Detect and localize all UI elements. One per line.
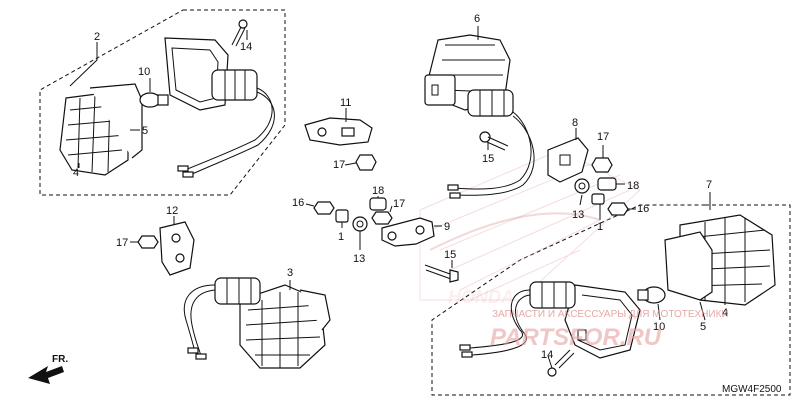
callout-17: 17 xyxy=(393,198,405,210)
bracket-9 xyxy=(381,217,435,247)
callout-17: 17 xyxy=(116,237,128,249)
callout-13: 13 xyxy=(572,209,584,221)
washer-13-right xyxy=(574,178,590,194)
callout-11: 11 xyxy=(340,97,351,109)
nut-17-bracket11 xyxy=(355,154,377,171)
callout-14: 14 xyxy=(240,41,252,53)
washer-13-middle xyxy=(352,216,368,232)
callout-10: 10 xyxy=(653,321,665,333)
callout-10: 10 xyxy=(138,66,150,78)
callout-4: 4 xyxy=(722,307,728,319)
collar-1-right xyxy=(591,193,605,205)
watermark-site: PARTSFOR.RU xyxy=(490,324,662,351)
nut-16-middle xyxy=(313,201,335,215)
rubber-mount-8 xyxy=(547,137,589,183)
callout-2: 2 xyxy=(94,31,100,43)
callout-3: 3 xyxy=(287,267,293,279)
callout-6: 6 xyxy=(474,13,480,25)
honda-wing-watermark: HONDA xyxy=(429,212,601,307)
bracket-12 xyxy=(159,221,195,276)
callout-17: 17 xyxy=(597,131,609,143)
nut-17-left xyxy=(137,235,159,249)
nut-17-right xyxy=(591,157,613,173)
collar-18-middle xyxy=(369,197,387,211)
callout-4: 4 xyxy=(73,167,79,179)
collar-18-right xyxy=(597,177,617,191)
callout-17: 17 xyxy=(333,159,345,171)
group-box-left-top xyxy=(39,9,286,196)
hatched-background xyxy=(419,149,641,301)
bulb-7 xyxy=(637,286,666,304)
bulb-left-top xyxy=(139,92,169,108)
callout-9: 9 xyxy=(444,221,450,233)
winker-housing-7 xyxy=(459,281,641,359)
bracket-11 xyxy=(304,117,373,146)
screw-15-middle xyxy=(424,264,459,283)
callout-12: 12 xyxy=(166,205,178,217)
screw-14-bottom xyxy=(547,349,575,377)
callout-16: 16 xyxy=(292,197,304,209)
callout-1: 1 xyxy=(338,231,344,243)
winker-assembly-3 xyxy=(183,277,331,369)
svg-text:HONDA: HONDA xyxy=(448,287,514,307)
watermark-line: ЗАПЧАСТИ И АКСЕССУАРЫ ДЛЯ МОТОТЕХНИКИ xyxy=(492,309,729,320)
nut-17-middle xyxy=(371,211,393,225)
screw-14-top-left xyxy=(231,19,248,47)
callout-5: 5 xyxy=(142,125,148,137)
diagram-code: MGW4F2500 xyxy=(722,384,782,395)
callout-15: 15 xyxy=(444,249,456,261)
lens-gasket-7 xyxy=(664,231,713,301)
callout-18: 18 xyxy=(372,185,384,197)
callout-5: 5 xyxy=(700,321,706,333)
callout-16: 16 xyxy=(637,203,649,215)
front-direction-label: FR. xyxy=(52,354,68,365)
callout-14: 14 xyxy=(541,349,553,361)
front-direction-arrow xyxy=(28,366,64,384)
collar-1-middle xyxy=(335,209,349,223)
callout-15: 15 xyxy=(482,153,494,165)
callout-18: 18 xyxy=(627,180,639,192)
winker-housing-6 xyxy=(424,34,535,199)
callout-7: 7 xyxy=(706,179,712,191)
screw-15-top xyxy=(479,131,509,151)
nut-16-right xyxy=(607,202,629,216)
callout-8: 8 xyxy=(572,117,578,129)
winker-housing-left-top xyxy=(164,37,275,178)
callout-1: 1 xyxy=(597,221,603,233)
callout-13: 13 xyxy=(353,253,365,265)
